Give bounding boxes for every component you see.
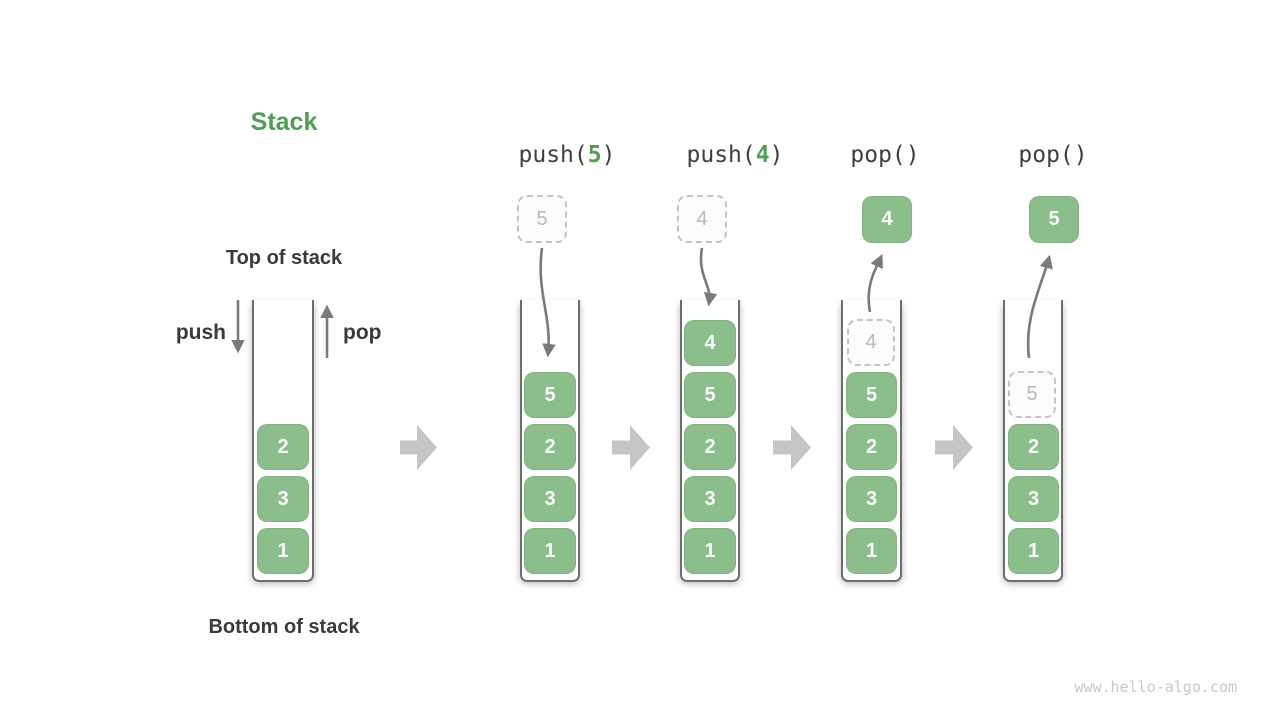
op-label-push-5: push(5): [519, 142, 616, 168]
popped-value-box: 5: [1029, 196, 1079, 243]
op-fn-text: pop(): [850, 142, 920, 168]
diagram-title: Stack: [250, 108, 318, 136]
bottom-of-stack-label: Bottom of stack: [208, 616, 360, 638]
watermark: www.hello-algo.com: [1074, 678, 1237, 696]
stack-cell: 3: [684, 476, 736, 522]
flow-arrow-4: [935, 425, 973, 470]
op-close-text: ): [601, 142, 616, 168]
stack-cell: 1: [257, 528, 309, 574]
removed-slot-box: 4: [847, 319, 895, 366]
stack-cell: 1: [846, 528, 897, 574]
stack-cell: 3: [1008, 476, 1059, 522]
op-fn-text: pop(): [1018, 142, 1088, 168]
flow-arrow-2: [612, 425, 650, 470]
stack-cell: 2: [257, 424, 309, 470]
op-label-pop-2: pop(): [1018, 142, 1087, 168]
flow-arrow-1: [400, 425, 437, 470]
stack-cell: 5: [846, 372, 897, 418]
stack-cell: 2: [684, 424, 736, 470]
stack-cell: 3: [524, 476, 576, 522]
op-fn-text: push(: [518, 142, 588, 168]
op-label-push-4: push(4): [687, 142, 784, 168]
removed-slot-box: 5: [1008, 371, 1056, 418]
popped-value-box: 4: [862, 196, 912, 243]
incoming-value-box: 5: [517, 195, 567, 243]
flow-arrow-3: [773, 425, 811, 470]
op-arg-text: 4: [755, 142, 770, 168]
push-label: push: [175, 321, 226, 344]
stack-cell: 1: [524, 528, 576, 574]
op-arg-text: 5: [587, 142, 602, 168]
stack-cell: 4: [684, 320, 736, 366]
push-4-curve-arrow: [699, 247, 718, 307]
stack-cell: 3: [846, 476, 897, 522]
incoming-value-box: 4: [677, 195, 727, 243]
stack-cell: 2: [524, 424, 576, 470]
op-fn-text: push(: [686, 142, 756, 168]
stack-cell: 1: [684, 528, 736, 574]
stack-cell: 5: [684, 372, 736, 418]
op-label-pop-1: pop(): [850, 142, 919, 168]
top-of-stack-label: Top of stack: [225, 247, 343, 269]
stack-cell: 2: [846, 424, 897, 470]
op-close-text: ): [769, 142, 784, 168]
stack-cell: 3: [257, 476, 309, 522]
pop-label: pop: [343, 321, 382, 344]
stack-cell: 5: [524, 372, 576, 418]
stack-cell: 1: [1008, 528, 1059, 574]
stack-cell: 2: [1008, 424, 1059, 470]
